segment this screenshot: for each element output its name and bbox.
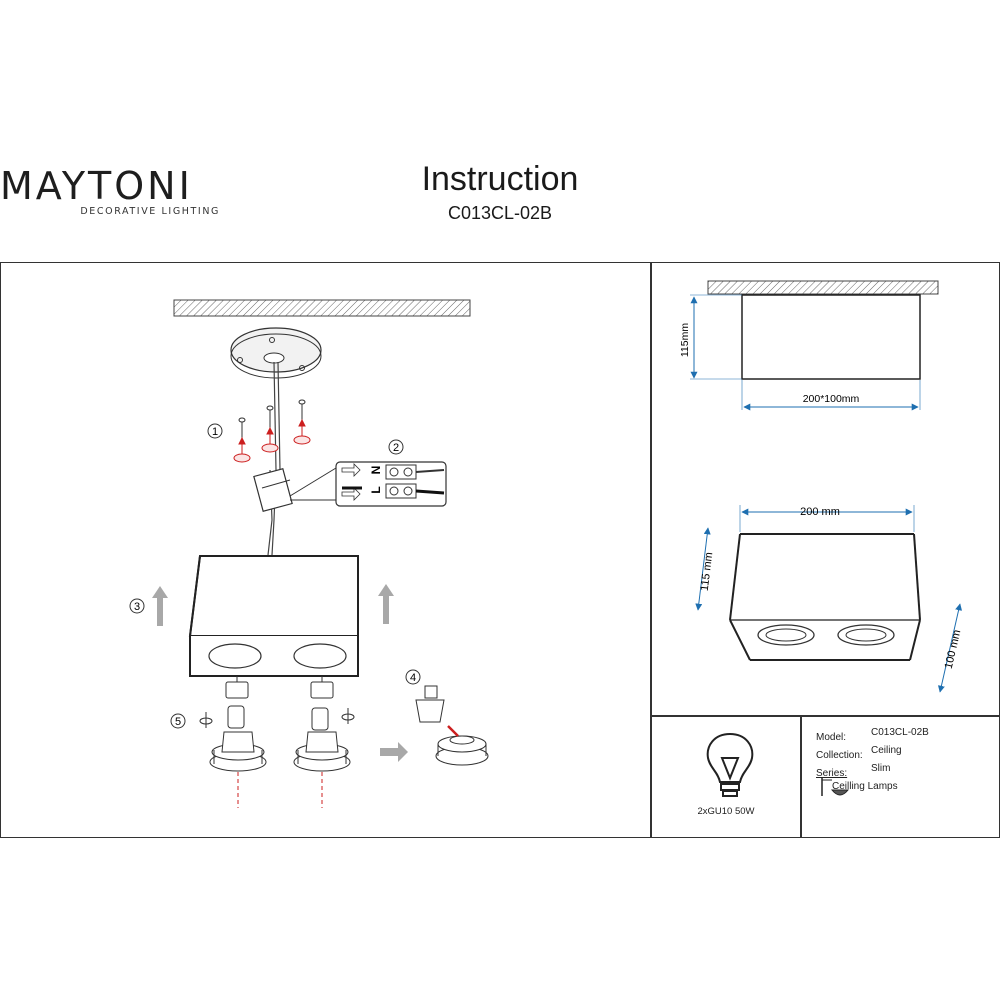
- power-cable: [267, 361, 277, 556]
- dimension-drawing: 115mm 200*100mm 200 mm 115 mm 100 mm: [679, 280, 964, 693]
- screw-icon: [238, 399, 306, 438]
- bulb-in-ring-left: [209, 705, 267, 772]
- step-3-circle: [129, 598, 145, 614]
- spec-table: Model: C013CL-02B Collection: Ceiling Se…: [816, 727, 996, 779]
- red-insert-arrow: [447, 725, 459, 737]
- step-2-circle: [388, 439, 404, 455]
- brand-tagline: DECORATIVE LIGHTING: [80, 206, 220, 217]
- ceiling-hatch: [707, 280, 939, 295]
- iso-height-label: 115 mm: [699, 552, 716, 592]
- iso-depth-label: 100 mm: [943, 629, 964, 670]
- mounting-ring: [435, 735, 489, 766]
- grey-up-arrow: [152, 584, 394, 626]
- step-1-label: 1: [212, 426, 218, 438]
- spec-value: Slim: [871, 763, 891, 774]
- wall-plug-icon: [233, 435, 311, 463]
- step-4-label: 4: [410, 672, 416, 684]
- lamp-spec: 2xGU10 50W: [697, 806, 755, 817]
- side-height-label: 115mm: [679, 323, 691, 357]
- grey-right-arrow: [380, 742, 408, 762]
- step-4-circle: [405, 669, 421, 685]
- installation-diagram: 1 2 N L 3 5: [129, 299, 489, 808]
- model-number: C013CL-02B: [447, 203, 553, 223]
- side-view-body: [741, 294, 921, 380]
- neutral-label: N: [369, 466, 383, 475]
- brand-name: MAYTONI: [0, 164, 193, 208]
- frame-divider-horizontal: [650, 715, 1000, 717]
- rotate-icon: [199, 708, 355, 728]
- spec-label: Collection:: [816, 750, 863, 761]
- step-5-circle: [170, 713, 186, 729]
- frame-divider-vertical: [650, 262, 652, 838]
- gu10-bulb-icon: [415, 685, 445, 723]
- lamp-socket: [225, 676, 334, 699]
- spec-row-model: Model: C013CL-02B: [816, 727, 996, 745]
- side-width-label: 200*100mm: [803, 393, 860, 405]
- brand-logo: MAYTONI DECORATIVE LIGHTING: [0, 166, 222, 217]
- iso-view-body: [729, 533, 921, 661]
- light-bulb-icon: [706, 732, 754, 797]
- page-title: Instruction: [421, 160, 579, 198]
- step-3-label: 3: [134, 601, 140, 613]
- bulb-in-ring-right: [293, 707, 351, 772]
- terminal-block: [253, 467, 293, 513]
- ceiling-lamp-icon: [821, 778, 850, 796]
- mounting-plate: [230, 327, 322, 379]
- step-5-label: 5: [175, 716, 181, 728]
- spec-value: C013CL-02B: [871, 727, 929, 738]
- spec-row-collection: Collection: Ceiling: [816, 745, 996, 763]
- step-1-circle: [207, 423, 223, 439]
- spec-value: Ceiling: [871, 745, 902, 756]
- spec-divider-vertical: [800, 715, 802, 838]
- spec-label: Series:: [816, 768, 848, 779]
- red-up-arrow: [238, 418, 306, 454]
- step-2-label: 2: [393, 442, 399, 454]
- wiring-callout: N L: [289, 461, 447, 507]
- spec-label: Model:: [816, 732, 847, 743]
- ceiling-hatch: [173, 299, 471, 317]
- lamp-body: [188, 555, 359, 677]
- iso-width-label: 200 mm: [800, 506, 840, 518]
- spec-row-series: Series: Slim: [816, 763, 996, 779]
- lamp-type: Ceilling Lamps: [832, 781, 898, 792]
- live-label: L: [369, 486, 383, 493]
